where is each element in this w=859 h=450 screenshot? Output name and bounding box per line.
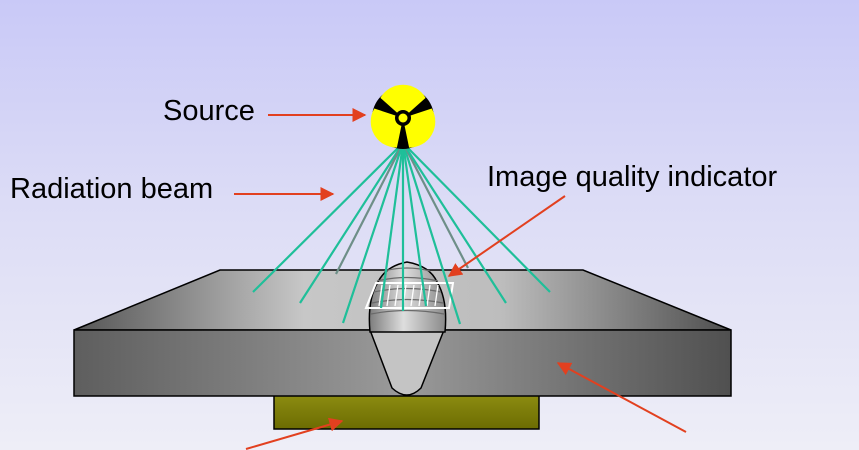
- weld-bead: [368, 261, 447, 396]
- film-arrow: [245, 417, 344, 450]
- film: [273, 392, 540, 430]
- radiation-beam: [252, 142, 551, 325]
- iqi-arrow: [447, 195, 566, 277]
- radiation-trefoil-icon: [370, 84, 436, 149]
- plate-arrow: [556, 362, 687, 433]
- pointer-arrows: [234, 108, 687, 450]
- image-quality-indicator-label: Image quality indicator: [487, 161, 778, 193]
- radiation-beam-label: Radiation beam: [10, 173, 214, 205]
- source-label: Source: [163, 95, 255, 127]
